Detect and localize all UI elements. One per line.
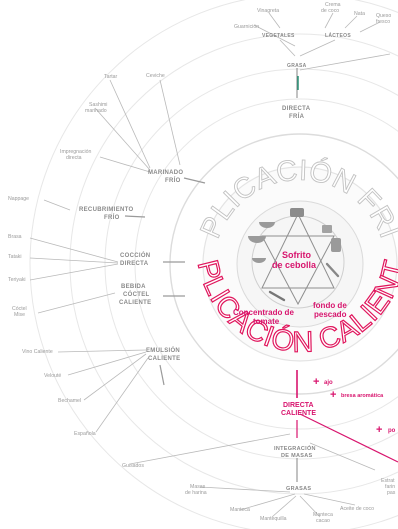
coccion-line1: COCCIÓN	[120, 251, 150, 259]
leaf-crema-coco-2: de coco	[321, 8, 339, 14]
bebida-line1: BEBIDA	[121, 284, 146, 290]
leaf-estr-2: farin	[385, 484, 395, 490]
leaf-coctel-mise-2: Mise	[14, 312, 25, 318]
leaf-impregnacion-2: directa	[66, 155, 82, 161]
bebida-line3: CALIENTE	[119, 300, 151, 306]
center-concentrado-line1: Concentrado de	[233, 308, 294, 317]
plus-po-icon: +	[376, 424, 382, 436]
leaf-estr-3: pas	[387, 490, 396, 496]
leaf-queso-1: Queso	[376, 13, 391, 19]
leaf-masas-1: Masas	[190, 484, 206, 490]
leaf-manteca-cacao-2: cacao	[316, 518, 330, 524]
leaf-impregnacion-1: Impregnación	[60, 149, 92, 155]
leaf-crema-coco-1: Crema	[325, 2, 341, 8]
recubrimiento-line2: FRÍO	[104, 213, 120, 221]
top-branch	[253, 12, 391, 98]
leaf-coctel-mise-1: Cóctel	[12, 306, 27, 312]
leaf-aceite-coco: Aceite de coco	[340, 506, 374, 512]
leaf-espanola: Española	[74, 431, 96, 437]
leaf-tartar: Tartar	[104, 74, 118, 80]
leaf-estr-1: Estrat	[381, 478, 395, 484]
spatula-icon	[325, 262, 340, 278]
leaf-sashimi-1: Sashimi	[89, 102, 107, 108]
directa-caliente-line1: DIRECTA	[283, 402, 314, 409]
leaf-nata: Nata	[354, 11, 365, 17]
leaf-guisados: Guisados	[122, 463, 144, 469]
leaf-teriyaki: Teriyaki	[8, 277, 26, 283]
leaf-veloute: Velouté	[44, 373, 61, 379]
plus-po-label: po	[388, 428, 396, 434]
blender-icon	[331, 238, 341, 252]
leaf-nappage: Nappage	[8, 196, 29, 202]
center-hub	[248, 208, 345, 309]
leaf-vino-caliente: Vino Caliente	[22, 349, 53, 355]
center-sofrito-line2: de cebolla	[272, 260, 317, 270]
knife-icon	[268, 290, 286, 302]
marinado-line1: MARINADO	[148, 170, 183, 176]
integracion-line2: DE MASAS	[281, 453, 312, 459]
center-fondo-line2: pescado	[314, 310, 347, 319]
integracion-line1: INTEGRACIÓN	[274, 444, 316, 452]
directa-fria-line1: DIRECTA	[282, 106, 311, 112]
center-fondo-line1: fondo de	[313, 301, 347, 310]
leaf-vinagreta: Vinagreta	[257, 8, 279, 14]
bebida-line2: CÓCTEL	[123, 290, 149, 298]
emulsion-line2: CALIENTE	[148, 356, 180, 362]
group-grasa: GRASA	[287, 63, 307, 69]
left-branch-lines	[29, 79, 206, 433]
directa-caliente-line2: CALIENTE	[281, 410, 316, 417]
leaf-ceviche: Ceviche	[146, 73, 165, 79]
leaf-manteca-cacao-1: Manteca	[313, 512, 333, 518]
plus-bresa-label: bresa aromática	[341, 393, 384, 399]
directa-fria-line2: FRÍA	[289, 112, 305, 120]
pot-icon	[290, 208, 304, 217]
center-concentrado-line2: tomate	[253, 317, 280, 326]
plus-ajo-icon: +	[313, 376, 319, 388]
bottom-branch-lines	[129, 370, 398, 518]
leaf-bechamel: Bechamel	[58, 398, 81, 404]
group-vegetales: VEGETALES	[262, 33, 295, 39]
plus-bresa-icon: +	[330, 389, 336, 401]
leaf-tataki: Tataki	[8, 254, 22, 260]
mixer-icon	[322, 225, 332, 233]
leaf-manteca: Manteca	[230, 507, 250, 513]
marinado-line2: FRÍO	[165, 176, 181, 184]
group-lacteos: LÁCTEOS	[325, 32, 351, 39]
leaf-sashimi-2: marinado	[85, 108, 107, 114]
plus-ajo-label: ajo	[324, 380, 333, 386]
leaf-queso-2: fresco	[376, 19, 390, 25]
mortar-icon	[252, 258, 266, 263]
leaf-guarnicion: Guarnición	[234, 24, 259, 30]
bowl-icon	[248, 236, 266, 243]
leaf-brasa: Brasa	[8, 234, 22, 240]
leaf-mantequilla: Mantequilla	[260, 516, 287, 522]
emulsion-line1: EMULSIÓN	[146, 346, 180, 354]
group-grasas: GRASAS	[286, 486, 311, 492]
pan-icon	[259, 222, 275, 228]
leaf-masas-2: de harina	[185, 490, 207, 496]
center-sofrito-line1: Sofrito	[282, 250, 311, 260]
coccion-line2: DIRECTA	[120, 261, 149, 267]
recubrimiento-line1: RECUBRIMIENTO	[79, 207, 133, 213]
